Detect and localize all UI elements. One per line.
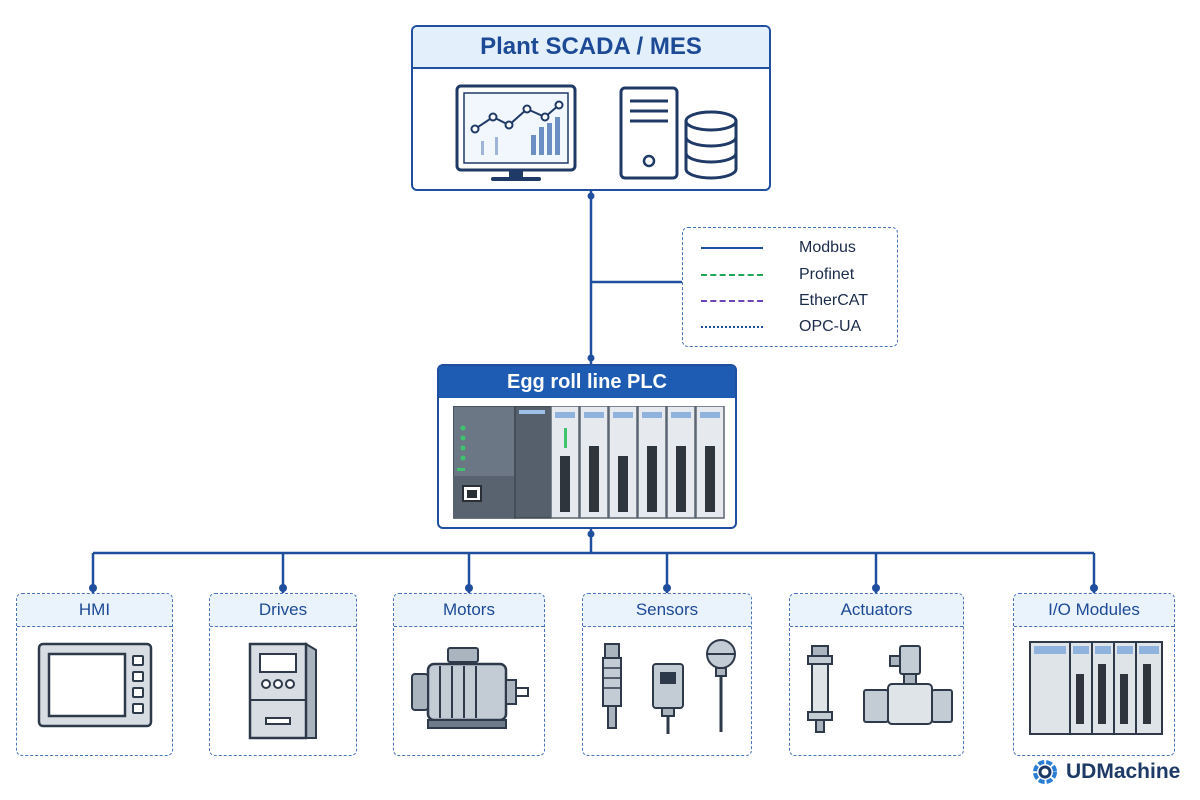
vfd-drive-icon — [248, 642, 317, 740]
brand-logo: UDMachine — [1030, 757, 1190, 787]
legend-item-ethercat: EtherCAT — [701, 290, 868, 312]
plc-box: Egg roll line PLC — [437, 364, 737, 529]
hmi-panel-icon — [37, 642, 153, 728]
solid-line-swatch — [701, 247, 763, 249]
device-card-actuators: Actuators — [789, 593, 964, 756]
actuators-icon — [807, 645, 953, 733]
gear-logo-icon — [1033, 760, 1057, 784]
legend-label: Profinet — [799, 266, 855, 283]
legend-item-opcua: OPC-UA — [701, 316, 861, 338]
device-card-drives: Drives — [209, 593, 357, 756]
io-modules-icon — [1029, 641, 1163, 735]
plc-title: Egg roll line PLC — [439, 366, 735, 398]
scada-title: Plant SCADA / MES — [413, 27, 769, 69]
device-label: Motors — [394, 594, 544, 627]
protocol-legend: Modbus Profinet EtherCAT OPC-UA — [682, 227, 898, 347]
scada-mes-box: Plant SCADA / MES — [411, 25, 771, 191]
device-card-sensors: Sensors — [582, 593, 752, 756]
device-label: HMI — [17, 594, 172, 627]
legend-label: OPC-UA — [799, 318, 862, 335]
legend-item-modbus: Modbus — [701, 237, 856, 259]
legend-label: EtherCAT — [799, 292, 869, 309]
monitor-chart-icon — [455, 84, 577, 181]
device-label: I/O Modules — [1014, 594, 1174, 627]
device-label: Drives — [210, 594, 356, 627]
dotted-line-swatch — [701, 326, 763, 328]
database-icon — [684, 110, 738, 180]
sensors-icon — [602, 639, 736, 734]
device-label: Sensors — [583, 594, 751, 627]
device-card-io-modules: I/O Modules — [1013, 593, 1175, 756]
dashed-line-swatch — [701, 274, 763, 276]
device-card-hmi: HMI — [16, 593, 173, 756]
brand-name: UDMachine — [1066, 760, 1181, 783]
device-label: Actuators — [790, 594, 963, 627]
dashed-line-swatch — [701, 300, 763, 302]
device-card-motors: Motors — [393, 593, 545, 756]
electric-motor-icon — [411, 647, 529, 729]
plc-rack-icon — [453, 406, 725, 519]
legend-item-profinet: Profinet — [701, 264, 854, 286]
legend-label: Modbus — [799, 239, 856, 256]
server-tower-icon — [619, 86, 679, 180]
